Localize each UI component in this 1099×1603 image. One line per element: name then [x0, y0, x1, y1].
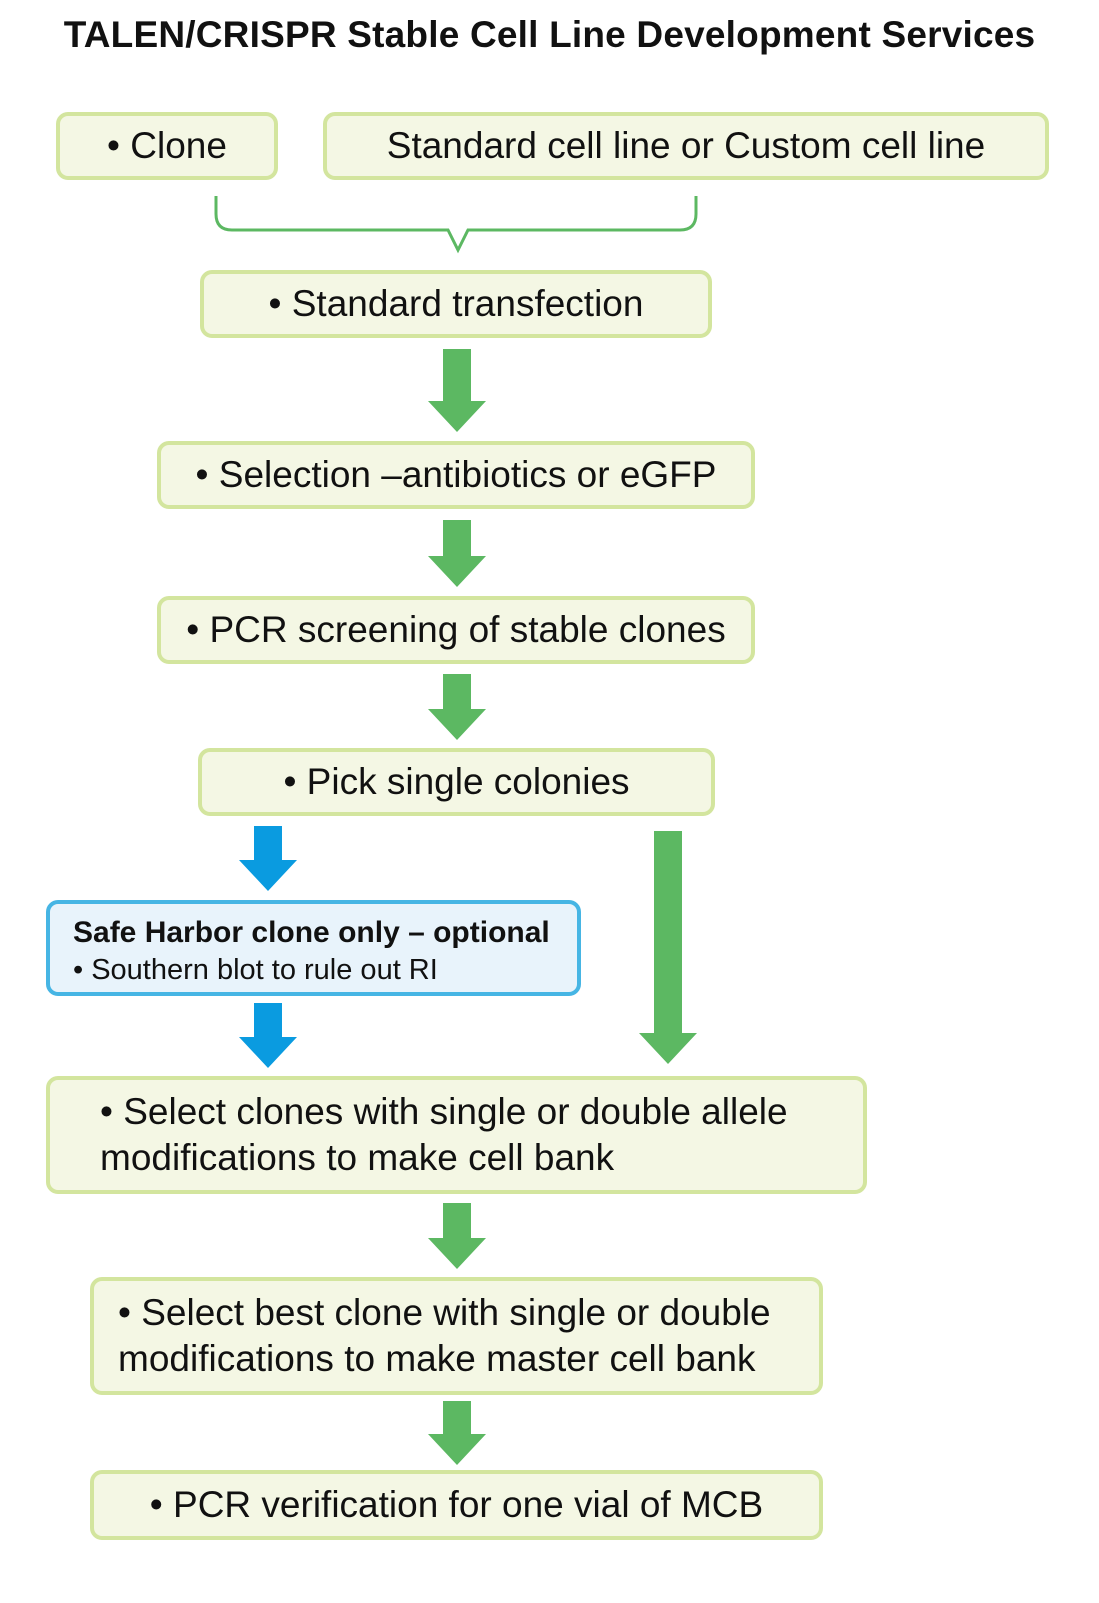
- select-clones-line-1: • Select clones with single or double al…: [100, 1090, 788, 1132]
- arrow-down-icon: [639, 831, 697, 1064]
- select-best-line-1: • Select best clone with single or doubl…: [118, 1291, 771, 1333]
- pcr-screening-box: • PCR screening of stable clones: [157, 596, 755, 664]
- arrow-down-icon: [428, 520, 486, 587]
- pick-colonies-label: • Pick single colonies: [283, 760, 630, 802]
- brace-connector: [214, 196, 698, 254]
- select-clones-line-2: modifications to make cell bank: [100, 1137, 615, 1178]
- pcr-verification-label: • PCR verification for one vial of MCB: [149, 1483, 764, 1525]
- safe-harbor-box: Safe Harbor clone only – optional • Sout…: [46, 900, 581, 996]
- selection-label: • Selection –antibiotics or eGFP: [195, 453, 717, 495]
- select-best-line-2: modifications to make master cell bank: [118, 1338, 756, 1379]
- transfection-label: • Standard transfection: [268, 282, 644, 324]
- clone-box: • Clone: [56, 112, 278, 180]
- arrow-down-icon: [428, 349, 486, 432]
- pick-colonies-box: • Pick single colonies: [198, 748, 715, 816]
- select-best-box: • Select best clone with single or doubl…: [90, 1277, 823, 1395]
- select-clones-box: • Select clones with single or double al…: [46, 1076, 867, 1194]
- selection-box: • Selection –antibiotics or eGFP: [157, 441, 755, 509]
- cell-line-label: Standard cell line or Custom cell line: [386, 124, 986, 166]
- arrow-down-icon: [239, 826, 297, 891]
- pcr-verification-box: • PCR verification for one vial of MCB: [90, 1470, 823, 1540]
- arrow-down-icon: [428, 674, 486, 740]
- transfection-box: • Standard transfection: [200, 270, 712, 338]
- arrow-down-icon: [239, 1003, 297, 1068]
- safe-harbor-header: Safe Harbor clone only – optional: [73, 916, 550, 949]
- arrow-down-icon: [428, 1401, 486, 1465]
- pcr-screening-label: • PCR screening of stable clones: [186, 608, 726, 650]
- clone-label: • Clone: [107, 124, 227, 166]
- safe-harbor-item: • Southern blot to rule out RI: [73, 953, 438, 986]
- cell-line-box: Standard cell line or Custom cell line: [323, 112, 1049, 180]
- diagram-title: TALEN/CRISPR Stable Cell Line Developmen…: [63, 14, 1036, 55]
- arrow-down-icon: [428, 1203, 486, 1269]
